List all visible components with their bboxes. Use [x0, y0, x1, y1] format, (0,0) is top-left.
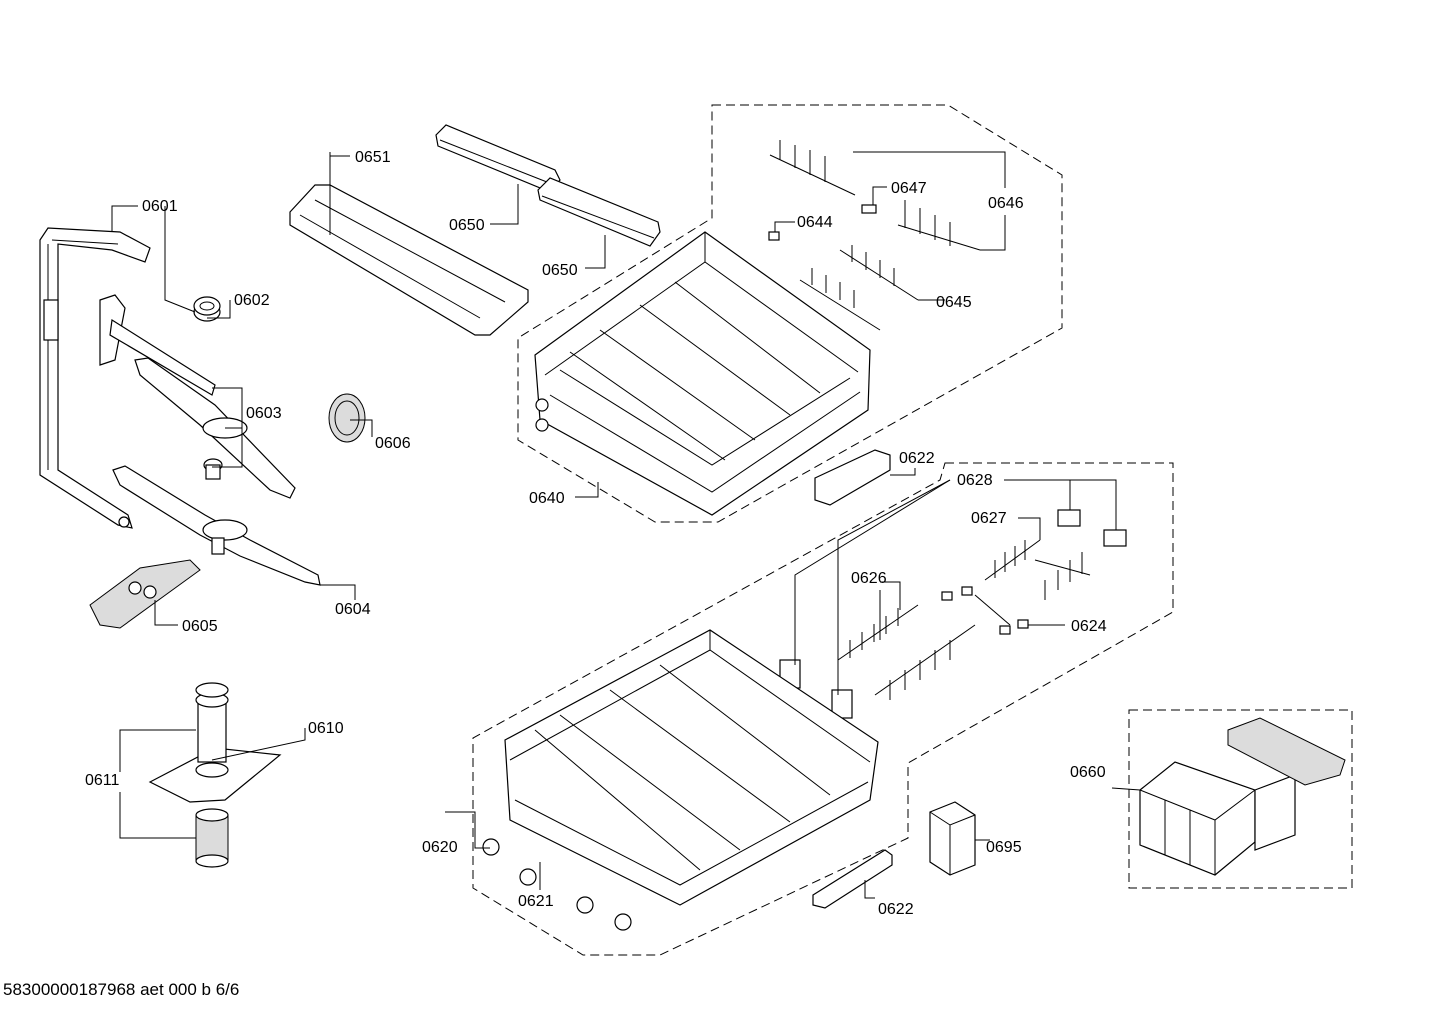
handle-lower-part: [812, 849, 893, 909]
handle-upper-part: [814, 449, 891, 506]
label-0640: 0640: [529, 490, 565, 507]
clip-0624-part: [941, 586, 1029, 635]
label-0622-upper: 0622: [899, 450, 935, 467]
lower-basket-part: [504, 629, 879, 906]
label-0606: 0606: [375, 435, 411, 452]
upper-basket-part: [534, 231, 871, 516]
upper-basket-group-boundary: [517, 104, 1063, 523]
cup-rack-clip-part: [768, 231, 780, 241]
label-0628: 0628: [957, 472, 993, 489]
cup-shelf-large-part: [289, 184, 529, 336]
cup-shelf-insert-1-part: [435, 124, 561, 193]
document-id-footer: 58300000187968 aet 000 b 6/6: [3, 980, 240, 999]
label-0611: 0611: [85, 772, 120, 789]
label-0650-b: 0650: [542, 262, 578, 279]
tine-row-0645-part: [799, 245, 919, 331]
leader-lines: [111, 151, 1141, 899]
label-0627: 0627: [971, 510, 1007, 527]
cup-shelf-insert-2-part: [537, 177, 661, 247]
label-0605: 0605: [182, 618, 218, 635]
cutlery-basket-group-boundary: [1128, 709, 1353, 889]
label-0650-a: 0650: [449, 217, 485, 234]
upper-spray-arm-part: [99, 294, 296, 499]
supply-pipe-part: [39, 227, 151, 529]
label-0620: 0620: [422, 839, 458, 856]
label-0647: 0647: [891, 180, 927, 197]
cutlery-basket-part: [1139, 717, 1346, 876]
label-0626: 0626: [851, 570, 887, 587]
grid-disc-part: [328, 393, 366, 443]
label-0604: 0604: [335, 601, 371, 618]
label-0624: 0624: [1071, 618, 1107, 635]
label-0610: 0610: [308, 720, 344, 737]
label-0601: 0601: [142, 198, 178, 215]
label-0695: 0695: [986, 839, 1022, 856]
lower-spray-arm-part: [112, 465, 321, 586]
diagram-canvas: 0601 0602 0603 0604 0605 0606 0610 0611 …: [39, 104, 1353, 956]
clip-0628-part: [1057, 509, 1127, 547]
label-0645: 0645: [936, 294, 972, 311]
lower-basket-group-boundary: [472, 462, 1174, 956]
nut-part: [193, 296, 221, 322]
tine-row-0626-part: [837, 604, 976, 700]
label-0644: 0644: [797, 214, 833, 231]
clip-0647-part: [861, 204, 877, 214]
label-0621: 0621: [518, 893, 554, 910]
sump-plate-part: [148, 682, 282, 803]
small-cutlery-insert-part: [929, 801, 976, 876]
tine-row-0646-part: [769, 140, 981, 251]
rack-holder-part: [779, 659, 853, 719]
label-0603: 0603: [246, 405, 282, 422]
label-0660: 0660: [1070, 764, 1106, 781]
filter-plate-part: [89, 559, 201, 629]
wheel-part: [482, 838, 632, 931]
label-0602: 0602: [234, 292, 270, 309]
tine-row-0627-part: [984, 539, 1091, 600]
fine-filter-part: [195, 808, 229, 868]
label-0622-lower: 0622: [878, 901, 914, 918]
label-0651: 0651: [355, 149, 391, 166]
label-0646: 0646: [988, 195, 1024, 212]
